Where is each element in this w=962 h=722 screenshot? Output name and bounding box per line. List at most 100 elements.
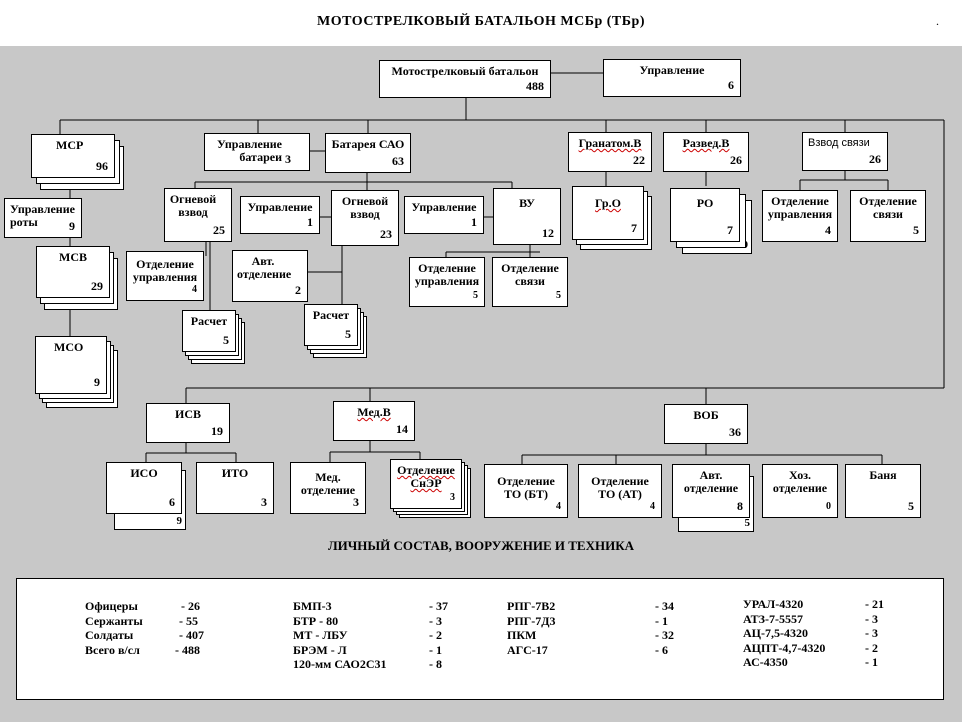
node-otd-upr-b-num: 4 bbox=[192, 284, 197, 295]
node-otd-sv-vu-num: 5 bbox=[556, 290, 561, 301]
stat-value: - 2 bbox=[429, 628, 442, 642]
stat-row: Сержанты- 55 bbox=[85, 614, 215, 629]
node-otd-sv-s-name: Отделение связи bbox=[859, 194, 917, 221]
stat-value: - 2 bbox=[865, 640, 878, 655]
stat-value: - 407 bbox=[179, 628, 204, 642]
stat-label: АЦ-7,5-4320 bbox=[743, 626, 808, 640]
node-to-bt-num: 4 bbox=[556, 501, 561, 512]
stat-value: - 3 bbox=[429, 613, 442, 628]
node-medv-name-text: Мед.В bbox=[357, 405, 391, 419]
stat-label: ПКМ bbox=[507, 628, 537, 642]
node-granat-num: 22 bbox=[633, 153, 645, 167]
stat-value: - 1 bbox=[655, 613, 668, 628]
stat-row: БРЭМ - Л- 1 bbox=[293, 643, 463, 658]
node-raschet2-num: 5 bbox=[345, 327, 351, 341]
stat-label: АТЗ-7-5557 bbox=[743, 611, 803, 626]
stat-label: Солдаты bbox=[85, 628, 134, 642]
node-otd-upr-b: Отделение управления 4 bbox=[126, 251, 204, 301]
node-ro: РО 7 bbox=[670, 188, 740, 242]
node-upr-roty-num: 9 bbox=[69, 219, 75, 233]
node-to-bt: Отделение ТО (БТ) 4 bbox=[484, 464, 568, 518]
node-isv-num: 19 bbox=[211, 424, 223, 438]
stat-label: АЦПТ-4,7-4320 bbox=[743, 640, 826, 655]
stat-value: - 37 bbox=[429, 599, 448, 613]
node-vu-num: 12 bbox=[542, 226, 554, 240]
node-bat-sao: Батарея САО 63 bbox=[325, 133, 411, 173]
node-msb: Мотострелковый батальон 488 bbox=[379, 60, 551, 98]
node-isv-name: ИСВ bbox=[174, 407, 201, 421]
node-otd-upr-vu-num: 5 bbox=[473, 290, 478, 301]
node-upr-num: 6 bbox=[728, 78, 734, 92]
corner-mark: . bbox=[936, 14, 939, 28]
node-avt-vob-name: Авт. отделение bbox=[683, 468, 739, 495]
node-vzvod-sv-name: Взвод связи bbox=[808, 137, 870, 149]
node-otd-sv-s-num: 5 bbox=[913, 223, 919, 237]
node-otd-sner-num: 3 bbox=[450, 492, 455, 503]
node-ito-num: 3 bbox=[261, 495, 267, 509]
stat-row: БТР - 80- 3 bbox=[293, 614, 463, 629]
node-isv: ИСВ 19 bbox=[146, 403, 230, 443]
node-avt-otd: Авт. отделение 2 bbox=[232, 250, 308, 302]
node-ogn2-name: Огневой взвод bbox=[341, 194, 389, 221]
node-razved-num: 26 bbox=[730, 153, 742, 167]
node-vu-name: ВУ bbox=[519, 196, 535, 210]
node-banya-num: 5 bbox=[908, 499, 914, 513]
stat-label: АГС-17 bbox=[507, 642, 548, 657]
node-banya: Баня 5 bbox=[845, 464, 921, 518]
node-msr-name: МСР bbox=[56, 138, 84, 152]
node-razved-name: Развед.В bbox=[664, 137, 748, 150]
node-vob-num: 36 bbox=[729, 425, 741, 439]
node-upr-bat-num: 3 bbox=[285, 152, 291, 166]
node-msv-name: МСВ bbox=[59, 250, 87, 264]
node-granat-name: Гранатом.В bbox=[569, 137, 651, 150]
node-msv: МСВ 29 bbox=[36, 246, 110, 298]
node-upr-b-num: 1 bbox=[307, 215, 313, 229]
stat-value: - 21 bbox=[865, 597, 884, 611]
stat-row: МТ - ЛБУ- 2 bbox=[293, 628, 463, 643]
node-hoz: Хоз. отделение 0 bbox=[762, 464, 838, 518]
node-vob: ВОБ 36 bbox=[664, 404, 748, 444]
stat-label: АС-4350 bbox=[743, 655, 788, 669]
node-razved: Развед.В 26 bbox=[663, 132, 749, 172]
node-mso: МСО 9 bbox=[35, 336, 107, 394]
stat-row: УРАЛ-4320- 21 bbox=[743, 597, 923, 612]
stat-value: - 32 bbox=[655, 628, 674, 642]
node-upr: Управление 6 bbox=[603, 59, 741, 97]
stat-value: - 55 bbox=[179, 613, 198, 628]
node-to-at: Отделение ТО (АТ) 4 bbox=[578, 464, 662, 518]
stat-row: Солдаты - 407 bbox=[85, 628, 215, 643]
stat-value: - 3 bbox=[865, 626, 878, 640]
node-avt-otd-num: 2 bbox=[295, 283, 301, 297]
page-title: МОТОСТРЕЛКОВЫЙ БАТАЛЬОН МСБр (ТБр) bbox=[317, 14, 645, 29]
node-granat: Гранатом.В 22 bbox=[568, 132, 652, 172]
stat-label: 120-мм САО2С31 bbox=[293, 657, 387, 671]
stat-row: Офицеры- 26 bbox=[85, 599, 215, 614]
node-ogn2: Огневой взвод 23 bbox=[331, 190, 399, 246]
node-ogn1: Огневой взвод 25 bbox=[164, 188, 232, 242]
node-medv-name: Мед.В bbox=[334, 406, 414, 419]
node-upr-name: Управление bbox=[639, 63, 705, 77]
stat-row: АЦПТ-4,7-4320 - 2 bbox=[743, 641, 923, 656]
stat-row: АТЗ-7-5557- 3 bbox=[743, 612, 923, 627]
stat-label: БМП-3 bbox=[293, 599, 332, 613]
node-gro-name-text: Гр.О bbox=[595, 196, 621, 210]
node-msb-num: 488 bbox=[526, 79, 544, 93]
stat-label: Всего в/сл bbox=[85, 642, 140, 657]
node-mso-num: 9 bbox=[94, 375, 100, 389]
stat-row: 120-мм САО2С31- 8 bbox=[293, 657, 463, 672]
node-upr-b: Управление 1 bbox=[240, 196, 320, 234]
node-otd-upr-vu-name: Отделение управления bbox=[414, 261, 480, 288]
stat-row: АЦ-7,5-4320 - 3 bbox=[743, 626, 923, 641]
node-msb-name: Мотострелковый батальон bbox=[391, 64, 539, 78]
stats-personnel: Офицеры- 26 Сержанты- 55 Солдаты - 407 Вс… bbox=[85, 599, 215, 657]
node-avt-vob-num2: 5 bbox=[744, 517, 751, 529]
node-otd-upr-s: Отделение управления 4 bbox=[762, 190, 838, 242]
node-msr-num: 96 bbox=[96, 159, 108, 173]
stat-row: РПГ-7В2- 34 bbox=[507, 599, 687, 614]
stat-label: РПГ-7В2 bbox=[507, 599, 556, 613]
stat-row: Всего в/сл- 488 bbox=[85, 643, 215, 658]
node-upr-bat-name: Управление батареи bbox=[217, 137, 282, 164]
node-upr-roty: Управление роты 9 bbox=[4, 198, 82, 238]
node-vzvod-sv: Взвод связи 26 bbox=[802, 132, 888, 171]
node-raschet1: Расчет 5 bbox=[182, 310, 236, 352]
